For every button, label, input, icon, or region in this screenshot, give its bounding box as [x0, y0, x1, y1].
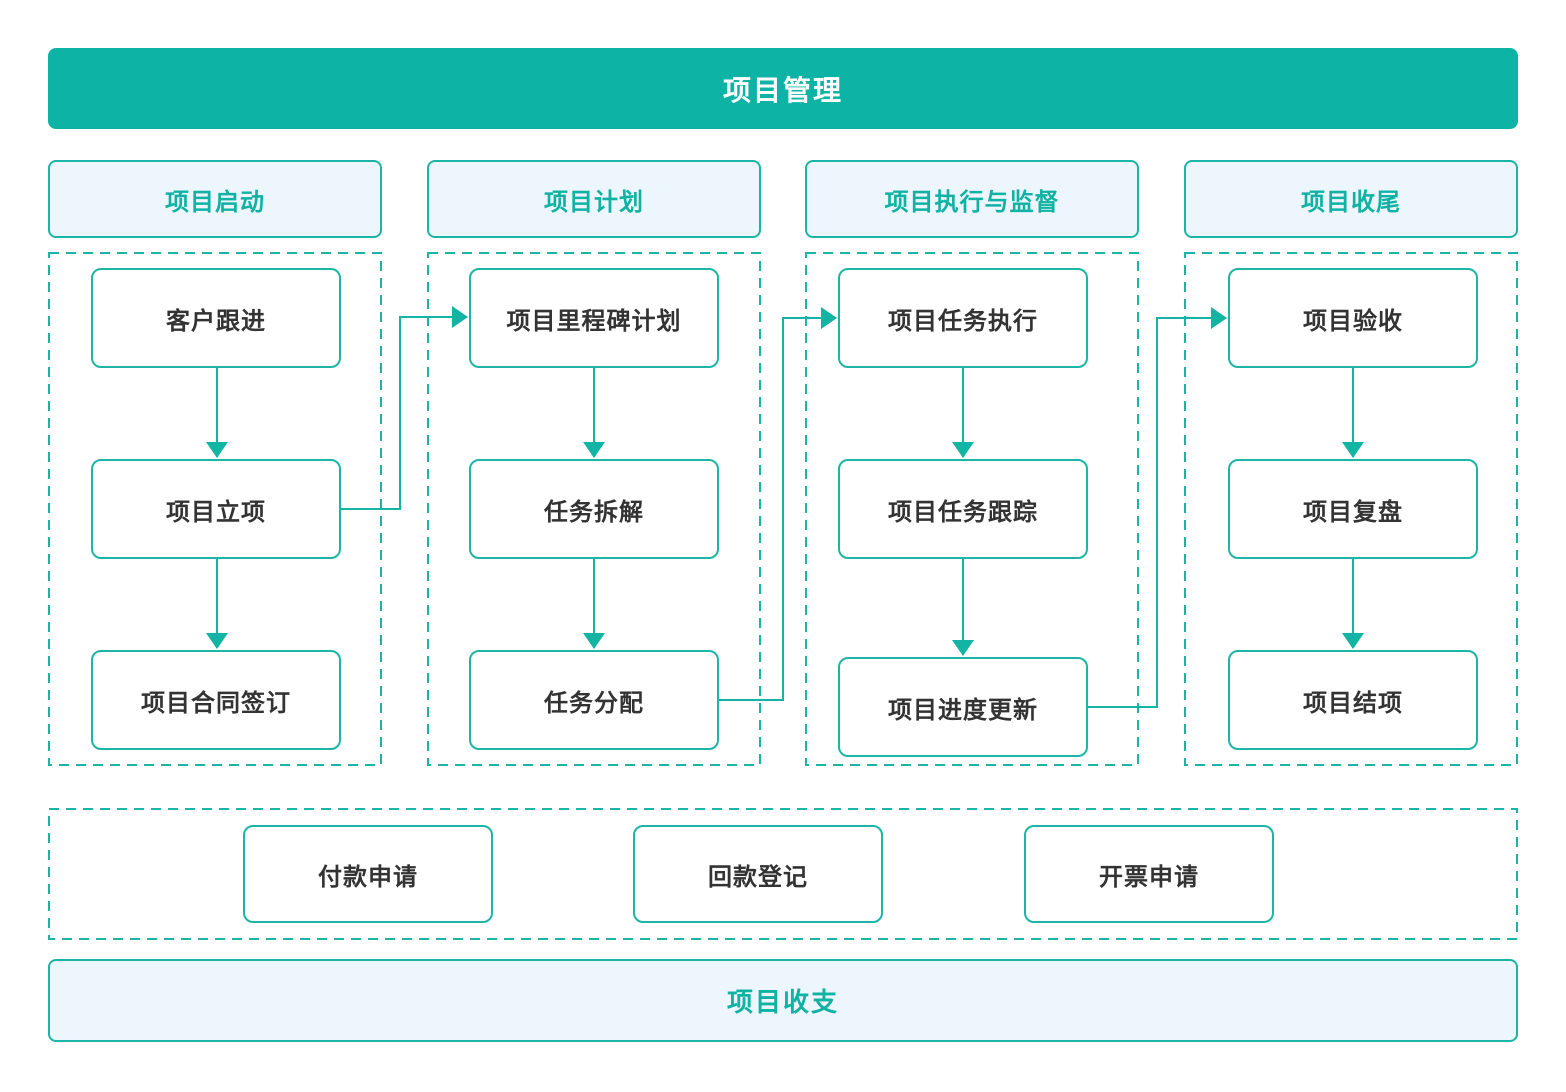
node-project-closure: 项目结项 — [1228, 650, 1478, 750]
node-payment-request: 付款申请 — [243, 825, 493, 923]
node-task-assignment: 任务分配 — [469, 650, 719, 750]
arrow-initiation-to-milestone — [341, 306, 468, 510]
diagram-title: 项目管理 — [722, 74, 843, 106]
diagram-title-banner: 项目管理 — [48, 48, 1518, 129]
node-task-tracking: 项目任务跟踪 — [838, 459, 1088, 559]
phase-header-initiation: 项目启动 — [48, 160, 382, 238]
finance-summary-label: 项目收支 — [726, 987, 839, 1017]
node-project-review: 项目复盘 — [1228, 459, 1478, 559]
phase-header-planning: 项目计划 — [427, 160, 761, 238]
node-task-breakdown: 任务拆解 — [469, 459, 719, 559]
lane-border-planning — [427, 252, 761, 766]
node-project-acceptance: 项目验收 — [1228, 268, 1478, 368]
lane-border-finance — [48, 808, 1518, 940]
lane-border-execution — [805, 252, 1139, 766]
node-payment-collection: 回款登记 — [633, 825, 883, 923]
node-task-execution: 项目任务执行 — [838, 268, 1088, 368]
arrow-update-to-acceptance — [1088, 307, 1227, 708]
finance-summary-banner: 项目收支 — [48, 959, 1518, 1042]
node-customer-follow-up: 客户跟进 — [91, 268, 341, 368]
arrow-assignment-to-execution — [719, 307, 837, 701]
node-progress-update: 项目进度更新 — [838, 657, 1088, 757]
node-invoice-request: 开票申请 — [1024, 825, 1274, 923]
node-project-initiation: 项目立项 — [91, 459, 341, 559]
phase-header-execution: 项目执行与监督 — [805, 160, 1139, 238]
phase-header-closing: 项目收尾 — [1184, 160, 1518, 238]
lane-border-closing — [1184, 252, 1518, 766]
node-contract-signing: 项目合同签订 — [91, 650, 341, 750]
node-milestone-plan: 项目里程碑计划 — [469, 268, 719, 368]
